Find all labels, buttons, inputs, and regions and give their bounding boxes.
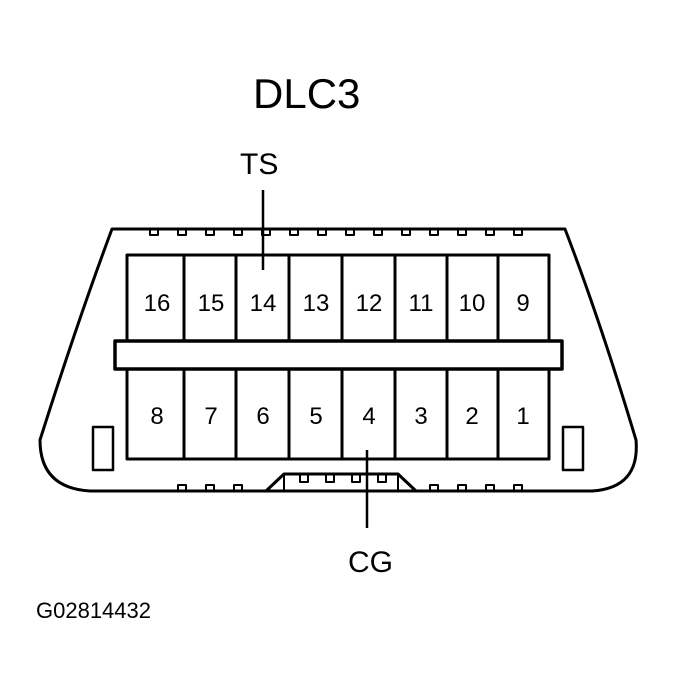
pin-15: 15: [198, 290, 225, 317]
pin-3: 3: [414, 403, 427, 430]
right-latch: [561, 425, 585, 472]
pin-13: 13: [303, 290, 330, 317]
connector-housing: [38, 227, 638, 493]
pin-12: 12: [356, 290, 383, 317]
pin-6: 6: [256, 403, 269, 430]
pin-7: 7: [204, 403, 217, 430]
figure-id: G02814432: [36, 598, 151, 623]
pin-block-top: [125, 253, 551, 343]
cg-callout-label: CG: [348, 546, 393, 579]
pin-10: 10: [459, 290, 486, 317]
pin-14: 14: [250, 290, 277, 317]
pin-11: 11: [409, 290, 434, 317]
pin-2: 2: [465, 403, 478, 430]
ts-callout-label: TS: [240, 148, 279, 181]
pin-16: 16: [144, 290, 171, 317]
pin-4: 4: [362, 403, 375, 430]
bottom-row-dividers: [182, 369, 500, 459]
top-row-dividers: [182, 255, 500, 341]
left-latch: [91, 425, 115, 472]
key-ridge: [264, 472, 418, 493]
pin-9: 9: [516, 290, 529, 317]
pin-5: 5: [309, 403, 322, 430]
diagram-title: DLC3: [253, 70, 361, 117]
pin-8: 8: [150, 403, 163, 430]
pin-block-bottom: [125, 367, 551, 461]
pin-1: 1: [516, 403, 529, 430]
divider-bar: [113, 339, 564, 371]
bottom-notches: [177, 484, 523, 491]
